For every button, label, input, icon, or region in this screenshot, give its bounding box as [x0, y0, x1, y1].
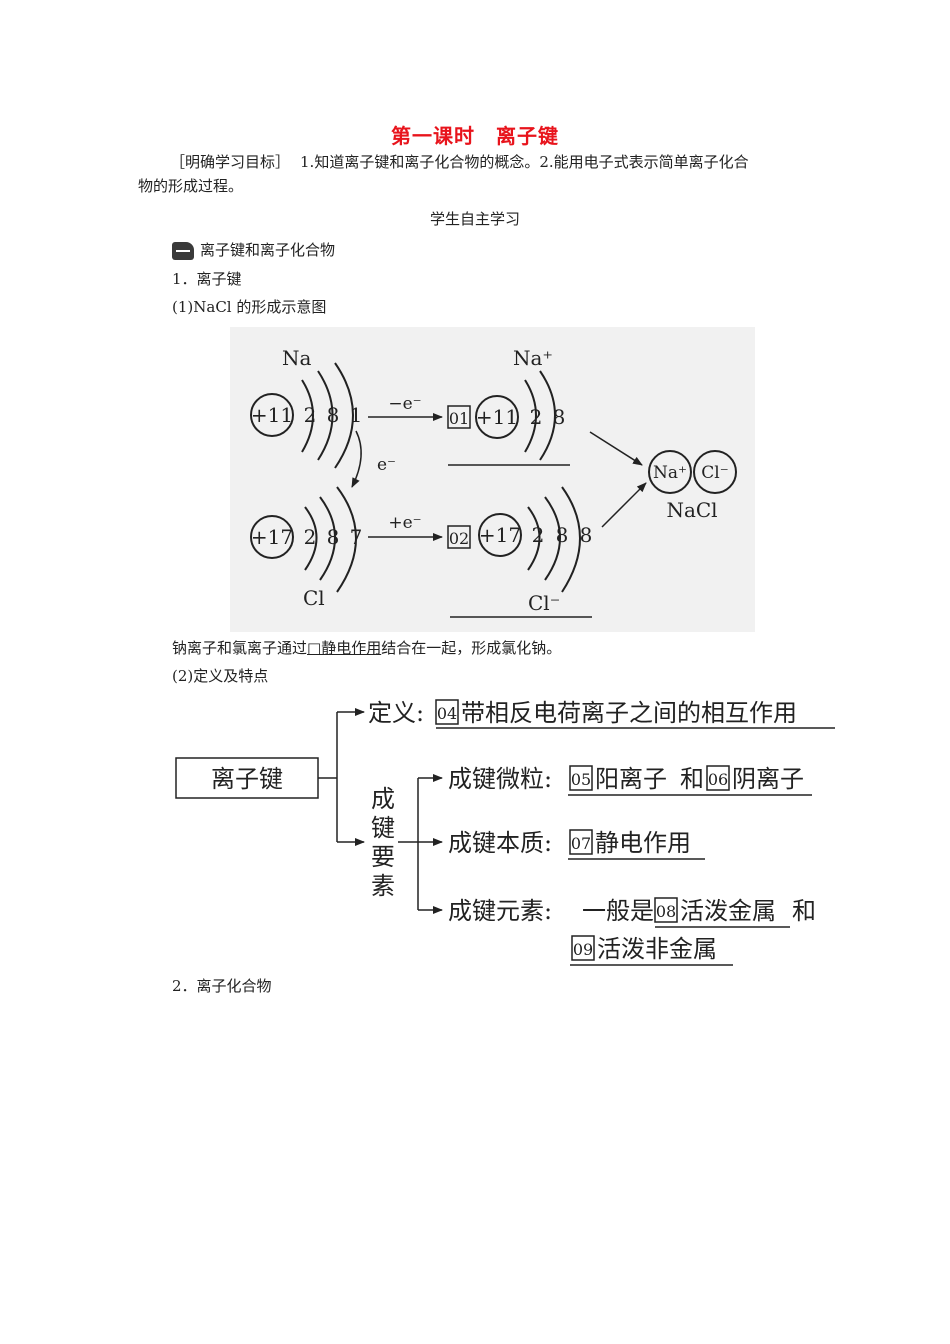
cl-nucleus: +17	[251, 525, 293, 549]
box-02: 02	[449, 529, 469, 548]
item-2-title: 2．离子化合物	[172, 977, 272, 995]
factors-char-1: 成	[371, 785, 395, 813]
page-title: 第一课时 离子键	[391, 124, 559, 148]
learning-goals: ［明确学习目标］ 1.知道离子键和离子化合物的概念。2.能用电子式表示简单离子化合	[170, 150, 749, 174]
number-one-icon	[172, 242, 194, 260]
box-08: 08	[656, 902, 676, 921]
na-ion-shell-2: 8	[553, 405, 566, 429]
caption-post: 结合在一起，形成氯化钠。	[381, 639, 562, 657]
heading-text: 离子键和离子化合物	[200, 241, 336, 259]
goal-text-line2: 物的形成过程。	[138, 177, 244, 195]
and-2: 和	[792, 897, 816, 925]
cl-ion-shell-2: 8	[556, 523, 569, 547]
definition-text: 带相反电荷离子之间的相互作用	[461, 699, 797, 727]
caption-pre: 钠离子和氯离子通过	[172, 639, 308, 657]
factors-char-2: 键	[371, 814, 395, 842]
cl-ion-nucleus: +17	[479, 523, 521, 547]
product-cl-ion: Cl⁻	[701, 463, 728, 483]
cl-label: Cl	[303, 586, 325, 610]
heading-ionic-bond: 离子键和离子化合物	[172, 238, 335, 262]
section-title: 学生自主学习	[429, 210, 520, 228]
essence-text: 静电作用	[595, 829, 691, 857]
sub-1-title: (1)NaCl 的形成示意图	[172, 298, 327, 316]
elements-label: 成键元素:	[448, 897, 552, 925]
ionic-bond-concept-map: 离子键 定义: 04 带相反电荷离子之间的相互作用 成 键 要 素 成键微粒: …	[175, 699, 835, 966]
caption-answer: □静电作用	[307, 639, 382, 657]
na-shell-1: 2	[304, 403, 317, 427]
goal-text-line1: 1.知道离子键和离子化合物的概念。2.能用电子式表示简单离子化合	[300, 153, 749, 171]
figure-caption: 钠离子和氯离子通过□静电作用结合在一起，形成氯化钠。	[172, 636, 561, 660]
particle-1: 阳离子	[595, 765, 667, 793]
cl-ion-shell-3: 8	[580, 523, 593, 547]
factors-char-4: 素	[371, 872, 395, 900]
figure-background	[230, 327, 755, 632]
product-na-ion: Na⁺	[653, 463, 687, 483]
box-07: 07	[571, 834, 591, 853]
definition-label: 定义:	[368, 699, 424, 727]
lose-electron-label: −e⁻	[388, 394, 421, 414]
na-shell-3: 1	[350, 403, 363, 427]
box-01: 01	[449, 409, 469, 428]
particles-label: 成键微粒:	[448, 765, 552, 793]
box-06: 06	[708, 770, 728, 789]
goal-label: ［明确学习目标］	[170, 153, 291, 171]
na-ion-nucleus: +11	[476, 405, 518, 429]
cl-ion-label: Cl⁻	[528, 591, 560, 615]
and-1: 和	[680, 765, 704, 793]
box-09: 09	[573, 940, 593, 959]
root-label: 离子键	[211, 765, 283, 793]
cl-shell-1: 2	[304, 525, 317, 549]
na-ion-shell-1: 2	[530, 405, 543, 429]
element-1: 活泼金属	[680, 897, 776, 925]
cl-shell-3: 7	[350, 525, 363, 549]
essence-label: 成键本质:	[448, 829, 552, 857]
product-nacl-label: NaCl	[666, 498, 717, 522]
sub-2-title: (2)定义及特点	[172, 667, 269, 685]
gain-electron-label: +e⁻	[388, 513, 421, 533]
box-05: 05	[571, 770, 591, 789]
factors-char-3: 要	[371, 843, 395, 871]
element-2: 活泼非金属	[597, 935, 717, 963]
na-shell-2: 8	[327, 403, 340, 427]
cl-ion-shell-1: 2	[532, 523, 545, 547]
na-label: Na	[282, 346, 312, 370]
particle-2: 阴离子	[732, 765, 804, 793]
na-nucleus: +11	[251, 403, 293, 427]
cl-shell-2: 8	[327, 525, 340, 549]
box-04: 04	[437, 704, 457, 723]
nacl-formation-figure: Na +11 2 8 1 −e⁻ e⁻ 01 Na⁺ +11 2 8 +17 2…	[230, 327, 755, 632]
item-1-title: 1．离子键	[172, 270, 242, 288]
electron-transfer-label: e⁻	[377, 455, 396, 475]
elements-pre: 一般是	[582, 897, 654, 925]
na-ion-label: Na⁺	[513, 346, 553, 370]
